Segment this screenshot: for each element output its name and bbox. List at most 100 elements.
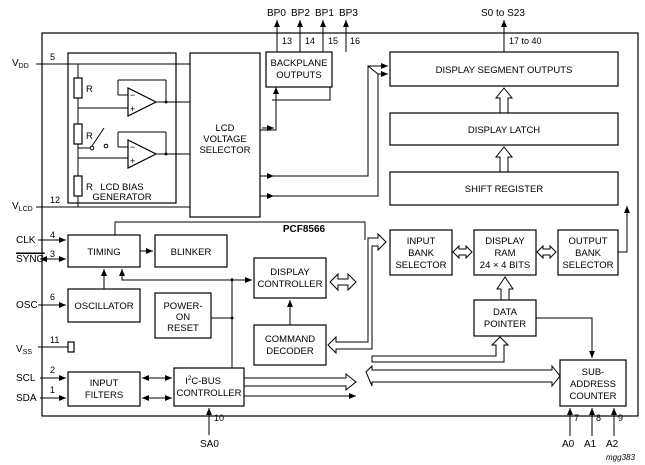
bp2-label: BP2 (291, 8, 310, 19)
scl-pin-number: 2 (50, 365, 55, 375)
sa0-label: SA0 (200, 439, 219, 450)
backplane-line2: OUTPUTS (276, 70, 321, 81)
obs-line3: SELECTOR (562, 260, 613, 271)
bp3-pin-number: 16 (350, 36, 360, 46)
power-on-reset-box (154, 292, 212, 339)
osc-pin-number: 6 (50, 292, 55, 302)
subaddr-bus-arrow (365, 364, 561, 388)
obs-line2: BANK (575, 248, 602, 259)
data-pointer-line1: DATA (493, 307, 518, 318)
ibs-line3: SELECTOR (395, 260, 446, 271)
timing-box (67, 234, 141, 268)
resistor-label-2: R (86, 131, 93, 142)
clk-label: CLK (16, 235, 36, 246)
lcd-voltage-selector-box (189, 52, 261, 218)
a0-pin-number: 7 (574, 413, 579, 423)
pointer-bus-arrow (371, 336, 510, 363)
ram-obs-arrow (536, 244, 557, 260)
command-decoder-box (253, 324, 327, 366)
switch-symbol (91, 127, 105, 147)
display-controller-line2: CONTROLLER (258, 279, 323, 290)
resistor-3 (73, 175, 83, 197)
sac-line3: COUNTER (570, 391, 617, 402)
display-latch-label: DISPLAY LATCH (468, 125, 540, 136)
por-line3: RESET (167, 323, 199, 334)
a2-pin-number: 9 (618, 413, 623, 423)
lcd-bias-line1: LCD BIAS (100, 182, 143, 193)
figure-code: mgg383 (606, 453, 635, 462)
op-amp-2 (127, 139, 158, 169)
data-pointer-line2: POINTER (484, 319, 526, 330)
scl-label: SCL (16, 373, 36, 384)
blinker-label: BLINKER (171, 247, 212, 258)
bp0-pin-number: 13 (282, 36, 292, 46)
resistor-label-1: R (86, 84, 93, 95)
vss-pin-number: 11 (50, 335, 59, 345)
blinker-box (154, 234, 228, 268)
bp2-pin-number: 14 (305, 36, 315, 46)
svg-text:+: + (130, 156, 135, 166)
shift-register-box (389, 171, 619, 206)
sac-line1: SUB- (582, 367, 605, 378)
s0-s23-label: S0 to S23 (481, 8, 525, 19)
svg-text:−: − (130, 142, 135, 152)
input-bank-selector-box (389, 229, 453, 276)
pointer-ram-arrow (496, 276, 514, 300)
vss-pad (67, 341, 75, 353)
bp0-label: BP0 (267, 8, 286, 19)
ram-line2: RAM (494, 248, 515, 259)
vdd-pin-number: 5 (50, 52, 55, 62)
i2c-bus-arrow (243, 372, 357, 392)
bp3-label: BP3 (339, 8, 358, 19)
input-filters-line2: FILTERS (85, 390, 123, 401)
por-line1: POWER- (163, 301, 202, 312)
decoder-bus-arrow (327, 232, 387, 355)
resistor-label-3: R (86, 182, 93, 193)
backplane-outputs-box (265, 51, 333, 88)
lcd-bias-line2: GENERATOR (92, 192, 151, 203)
sync-label: SYNC (16, 254, 44, 265)
sda-label: SDA (16, 393, 37, 404)
data-pointer-box (473, 299, 537, 337)
shift-register-label: SHIFT REGISTER (465, 184, 544, 195)
timing-label: TIMING (87, 247, 120, 258)
i2c-controller-line1: I2C-BUS (185, 375, 221, 387)
segments-pin-number: 17 to 40 (509, 36, 542, 46)
vdd-label: VDD (12, 58, 29, 70)
vss-label: VSS (16, 344, 32, 356)
lcd-bias-box (67, 52, 177, 204)
svg-text:−: − (130, 90, 135, 100)
output-bank-selector-box (557, 229, 619, 276)
bp1-label: BP1 (315, 8, 334, 19)
ibs-ram-arrow (452, 244, 473, 260)
clk-pin-number: 4 (50, 230, 55, 240)
oscillator-box (67, 288, 141, 323)
ibs-line2: BANK (408, 248, 435, 259)
vlcd-pin-number: 12 (50, 195, 60, 205)
bp1-pin-number: 15 (328, 36, 338, 46)
backplane-line1: BACKPLANE (270, 58, 327, 69)
osc-label: OSC (16, 300, 38, 311)
resistor-2 (73, 123, 83, 145)
vlcd-label: VLCD (12, 201, 33, 213)
sa0-pin-number: 10 (214, 413, 224, 423)
display-controller-box (253, 257, 327, 299)
resistor-1 (73, 77, 83, 99)
lcd-voltage-line1: LCD (215, 123, 234, 134)
display-latch-box (389, 112, 619, 146)
lcd-voltage-line3: SELECTOR (199, 145, 250, 156)
a1-pin-number: 8 (596, 413, 601, 423)
obs-line1: OUTPUT (568, 236, 607, 247)
command-decoder-line2: DECODER (266, 346, 314, 357)
op-amp-1 (127, 87, 158, 117)
sub-address-counter-box (559, 359, 627, 407)
